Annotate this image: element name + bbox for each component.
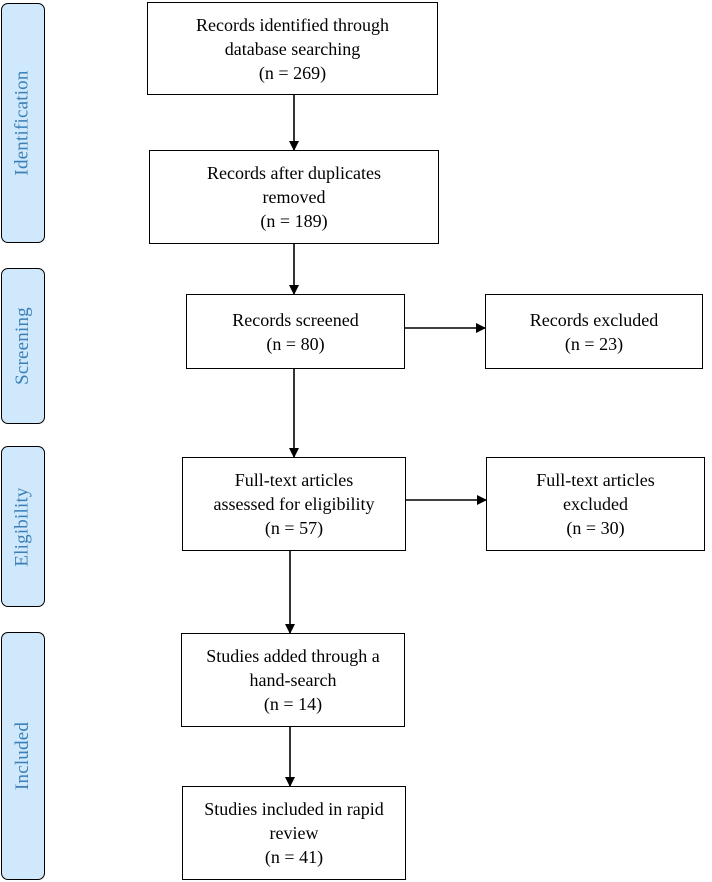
records-screened-line1: Records screened xyxy=(232,309,359,330)
records-screened-box: Records screened (n = 80) xyxy=(186,294,405,369)
hand-search-line1: Studies added through a xyxy=(206,646,380,666)
studies-included-count: (n = 41) xyxy=(264,847,324,867)
fulltext-excluded-box: Full-text articles excluded (n = 30) xyxy=(486,457,705,551)
phase-eligibility: Eligibility xyxy=(1,446,45,607)
fulltext-assessed-box: Full-text articles assessed for eligibil… xyxy=(182,457,406,551)
records-identified-line1: Records identified through xyxy=(196,14,389,35)
phase-eligibility-label: Eligibility xyxy=(12,486,34,567)
studies-included-box: Studies included in rapid review (n = 41… xyxy=(182,786,406,880)
fulltext-assessed-count: (n = 57) xyxy=(264,518,324,538)
phase-included: Included xyxy=(1,632,45,880)
records-identified-count: (n = 269) xyxy=(258,62,327,83)
records-identified-line2: database searching xyxy=(224,38,361,59)
hand-search-count: (n = 14) xyxy=(263,694,323,714)
phase-identification: Identification xyxy=(1,3,45,243)
studies-included-line1: Studies included in rapid xyxy=(204,799,384,819)
records-deduplicated-count: (n = 189) xyxy=(260,211,328,231)
phase-included-label: Included xyxy=(12,721,34,791)
records-screened-count: (n = 80) xyxy=(266,333,325,354)
fulltext-excluded-line1: Full-text articles xyxy=(536,470,655,490)
fulltext-assessed-line2: assessed for eligibility xyxy=(213,494,375,514)
phase-identification-label: Identification xyxy=(12,70,33,176)
phase-screening-label: Screening xyxy=(12,307,33,385)
studies-included-line2: review xyxy=(269,823,319,843)
hand-search-line2: hand-search xyxy=(249,670,337,690)
records-excluded-count: (n = 23) xyxy=(564,333,624,354)
records-deduplicated-line2: removed xyxy=(262,187,326,207)
fulltext-assessed-line1: Full-text articles xyxy=(234,470,354,490)
records-excluded-line1: Records excluded xyxy=(529,309,659,330)
fulltext-excluded-count: (n = 30) xyxy=(566,518,625,538)
records-deduplicated-line1: Records after duplicates xyxy=(207,163,381,183)
records-excluded-box: Records excluded (n = 23) xyxy=(485,294,703,369)
fulltext-excluded-line2: excluded xyxy=(563,494,628,514)
phase-screening: Screening xyxy=(1,268,45,424)
records-deduplicated-box: Records after duplicates removed (n = 18… xyxy=(149,150,439,244)
records-identified-box: Records identified through database sear… xyxy=(147,2,438,95)
hand-search-box: Studies added through a hand-search (n =… xyxy=(181,633,405,727)
